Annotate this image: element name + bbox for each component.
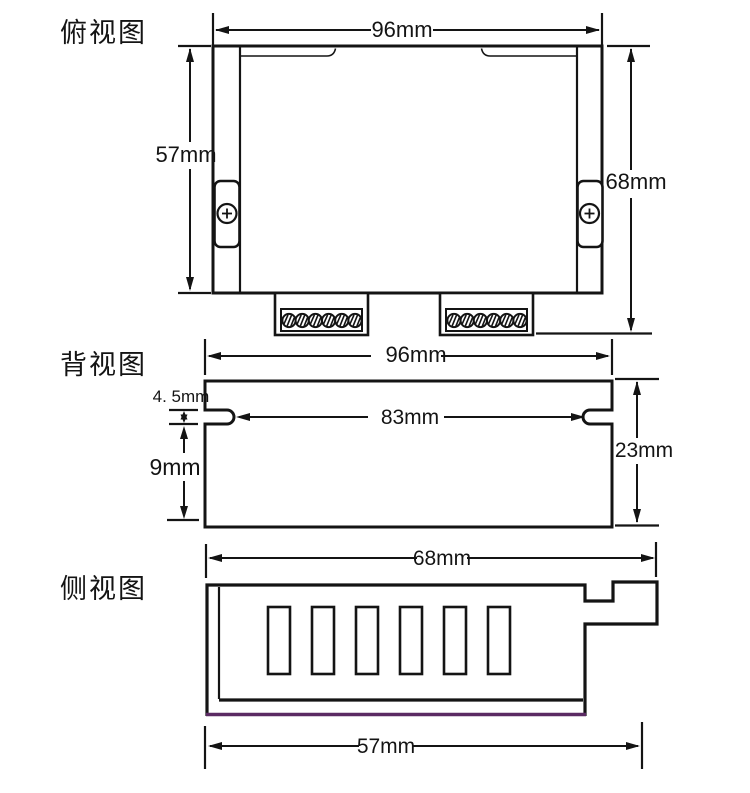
arrowhead-down — [627, 318, 635, 332]
dim-label-overall-depth: 68mm — [605, 169, 666, 194]
back-view-dim-slot-span: 83mm — [236, 406, 585, 429]
vent-slots — [266, 605, 512, 676]
terminal-screw — [307, 312, 323, 329]
terminal-screw — [321, 312, 337, 329]
arrowhead-up — [180, 426, 188, 439]
arrowhead-left — [208, 742, 222, 750]
terminal-screw — [486, 312, 502, 329]
arrowhead-down — [180, 414, 188, 423]
back-view-dim-height: 23mm — [615, 377, 673, 527]
terminal-screw — [281, 312, 297, 329]
terminal-screw — [499, 312, 515, 329]
top-view-body — [211, 44, 604, 295]
dim-label-slot-to-bottom: 9mm — [149, 454, 200, 480]
dim-label-width: 96mm — [371, 17, 432, 42]
arrowhead-down — [180, 506, 188, 519]
back-view-dim-width: 96mm — [203, 339, 614, 375]
top-view-dim-body-depth: 57mm — [155, 44, 217, 295]
side-view-dim-overall-width: 68mm — [204, 542, 658, 578]
vent-slot — [266, 605, 292, 676]
back-view-dim-slot-to-bottom: 9mm — [149, 426, 201, 522]
terminal-screw — [347, 312, 363, 329]
side-view: 侧视图 68mm — [60, 542, 659, 769]
top-view-dim-width: 96mm — [211, 13, 604, 45]
arrowhead-up — [627, 48, 635, 62]
arrowhead-left — [207, 352, 221, 360]
terminal-screw — [512, 312, 528, 329]
side-view-dim-base-width: 57mm — [203, 722, 644, 769]
terminal-screw — [472, 312, 488, 329]
dim-label-overall-width: 68mm — [413, 547, 471, 570]
top-lip-left — [240, 48, 337, 57]
dim-label-slot-span: 83mm — [381, 406, 439, 429]
vent-slot — [442, 605, 468, 676]
arrowhead-right — [626, 742, 640, 750]
back-view-body — [203, 379, 614, 529]
terminal-block-left — [273, 291, 370, 337]
dim-label-base-width: 57mm — [357, 735, 415, 758]
top-view-title: 俯视图 — [60, 18, 147, 48]
terminal-screw — [446, 312, 462, 329]
arrowhead-right — [641, 554, 655, 562]
arrowhead-up — [186, 48, 194, 62]
dim-label-height: 23mm — [615, 439, 673, 462]
terminal-screw — [334, 312, 350, 329]
vent-slot — [398, 605, 424, 676]
arrowhead-right — [596, 352, 610, 360]
top-lip-right — [480, 48, 577, 57]
arrowhead-down — [633, 509, 641, 523]
dim-label-width: 96mm — [385, 342, 446, 367]
vent-slot — [310, 605, 336, 676]
vent-slot — [354, 605, 380, 676]
dim-label-body-depth: 57mm — [155, 142, 216, 167]
top-view: 俯视图 96mm — [60, 13, 667, 337]
terminal-screw — [459, 312, 475, 329]
arrowhead-up — [633, 381, 641, 395]
arrowhead-right — [571, 413, 585, 421]
terminal-screw — [294, 312, 310, 329]
back-view-dim-slot-height: 4. 5mm — [153, 387, 210, 426]
vent-slot — [486, 605, 512, 676]
back-view-title: 背视图 — [60, 350, 147, 380]
terminal-block-right — [438, 291, 535, 337]
top-view-dim-overall-depth: 68mm — [536, 44, 667, 335]
arrowhead-down — [186, 277, 194, 291]
side-view-title: 侧视图 — [60, 574, 147, 604]
arrowhead-left — [208, 554, 222, 562]
dim-label-slot-height: 4. 5mm — [153, 387, 210, 406]
arrowhead-right — [586, 26, 600, 34]
back-view: 背视图 96mm 83mm 4. 5mm — [60, 339, 673, 529]
arrowhead-left — [236, 413, 250, 421]
arrowhead-left — [215, 26, 229, 34]
